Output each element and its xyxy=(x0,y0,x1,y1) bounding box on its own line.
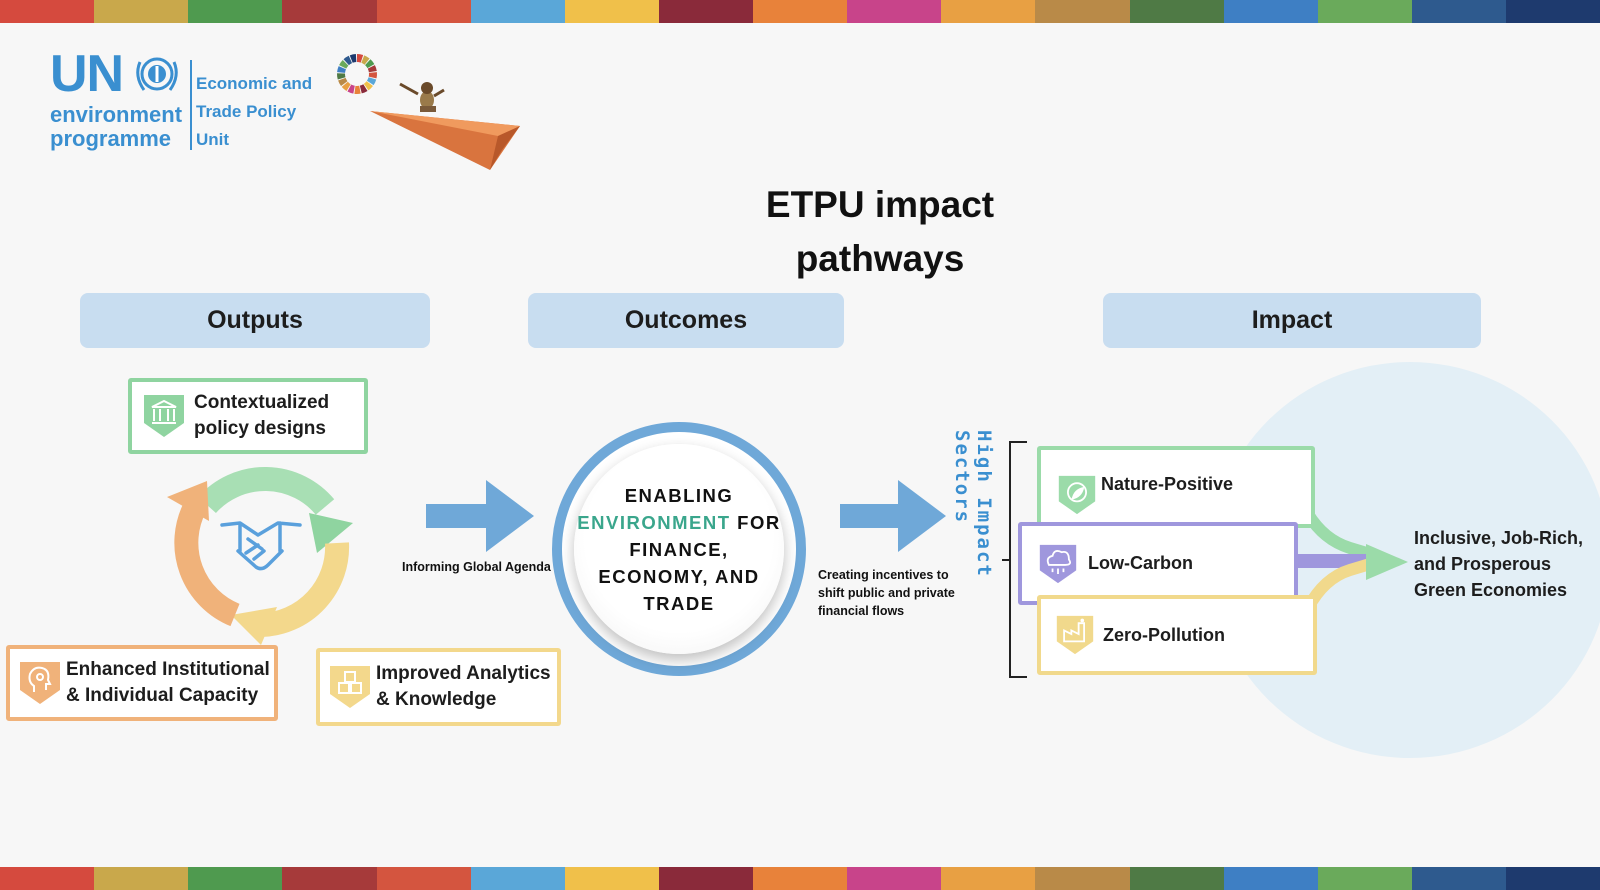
logo-env-line2: programme xyxy=(50,126,172,151)
title-line2: pathways xyxy=(795,238,965,279)
impact-line3: Green Economies xyxy=(1414,580,1568,600)
sdg-wheel-segment xyxy=(365,59,375,69)
outcome-text: ENABLING ENVIRONMENT FOR FINANCE, ECONOM… xyxy=(574,482,784,617)
contextualized-line2: policy designs xyxy=(194,418,326,439)
high-impact-sectors-label: High Impact Sectors xyxy=(951,430,995,675)
sdg-wheel-segment xyxy=(341,81,351,92)
logo-unit-text: Economic and Trade Policy Unit xyxy=(196,70,312,154)
zero-pollution-label: Zero-Pollution xyxy=(1103,624,1225,645)
impact-line1: Inclusive, Job-Rich, xyxy=(1414,528,1584,548)
sdg-wheel-icon xyxy=(337,54,377,94)
sdg-wheel-segment xyxy=(361,55,370,65)
handshake-icon xyxy=(220,521,302,571)
analytics-line1: Improved Analytics xyxy=(376,663,551,684)
title-line1: ETPU impact xyxy=(765,184,995,225)
outcome-line5: TRADE xyxy=(643,592,715,614)
incentives-line2: shift public and private xyxy=(818,586,955,600)
impact-outcome-text: Inclusive, Job-Rich, and Prosperous Gree… xyxy=(1414,525,1583,603)
logo-divider xyxy=(190,60,192,150)
page-title: ETPU impact pathways xyxy=(660,178,1100,286)
arrow-right-icon xyxy=(840,480,946,552)
factory-shield-icon xyxy=(1056,615,1094,655)
institutional-line1: Enhanced Institutional xyxy=(66,659,270,680)
nature-positive-label: Nature-Positive xyxy=(1101,474,1234,494)
un-emblem-icon xyxy=(136,57,178,91)
outcome-line4: ECONOMY, AND xyxy=(598,565,760,587)
sdg-wheel-segment xyxy=(349,54,357,63)
sdg-wheel-segment xyxy=(338,77,348,87)
arrow-right-icon xyxy=(426,480,534,552)
bottom-color-stripe xyxy=(0,867,1600,890)
contextualized-line1: Contextualized xyxy=(194,392,330,413)
cycle-arrows-diagram xyxy=(167,467,353,645)
sectors-label-text: High Impact Sectors xyxy=(951,430,995,578)
incentives-line1: Creating incentives to xyxy=(818,568,949,582)
institutional-capacity-box: Enhanced Institutional & Individual Capa… xyxy=(6,645,278,721)
logo-un-text: UN xyxy=(50,45,124,103)
sdg-wheel-segment xyxy=(366,77,377,86)
sdg-wheel-segment xyxy=(359,84,368,94)
institutional-line2: & Individual Capacity xyxy=(66,685,259,706)
low-carbon-box: Low-Carbon xyxy=(1018,522,1298,605)
logo-unit-line2: Trade Policy xyxy=(196,102,297,121)
sdg-wheel-segment xyxy=(363,81,373,91)
logo-unit-line1: Economic and xyxy=(196,74,313,93)
plant-shield-icon xyxy=(1058,475,1096,515)
outcome-line2-rest: FOR xyxy=(730,511,781,533)
top-color-stripe xyxy=(0,0,1600,23)
logo-unit-line3: Unit xyxy=(196,130,230,149)
outputs-header: Outputs xyxy=(80,293,430,348)
analytics-line2: & Knowledge xyxy=(376,689,497,710)
sdg-wheel-segment xyxy=(368,72,377,79)
sectors-bracket xyxy=(1002,441,1027,678)
nature-positive-box: Nature-Positive xyxy=(1037,446,1315,528)
creating-incentives-label: Creating incentives to shift public and … xyxy=(818,566,955,620)
zero-pollution-box: Zero-Pollution xyxy=(1037,595,1317,675)
low-carbon-label: Low-Carbon xyxy=(1088,553,1193,573)
outcome-line3: FINANCE, xyxy=(629,538,729,560)
institution-shield-icon xyxy=(144,395,184,437)
informing-global-agenda-label: Informing Global Agenda xyxy=(402,560,551,574)
outcome-circle: ENABLING ENVIRONMENT FOR FINANCE, ECONOM… xyxy=(574,444,784,654)
incentives-line3: financial flows xyxy=(818,604,905,618)
contextualized-policy-box: Contextualized policy designs xyxy=(128,378,368,454)
cubes-shield-icon xyxy=(330,666,370,708)
impact-header: Impact xyxy=(1103,293,1481,348)
sdg-wheel-segment xyxy=(337,73,346,80)
sdg-wheel-segment xyxy=(357,54,364,63)
impact-line2: and Prosperous xyxy=(1414,554,1552,574)
sdg-wheel-segment xyxy=(337,66,346,73)
sdg-wheel-segment xyxy=(343,55,353,66)
sdg-wheel-segment xyxy=(339,59,349,69)
sdg-wheel-segment xyxy=(354,85,361,94)
logo-environment-text: environment programme xyxy=(50,103,182,151)
head-shield-icon xyxy=(20,662,60,704)
paper-plane-illustration xyxy=(370,82,520,170)
logo-env-line1: environment xyxy=(50,102,183,127)
outcome-line1: ENABLING xyxy=(624,484,734,506)
sdg-wheel-segment xyxy=(347,84,355,94)
co2-cloud-shield-icon xyxy=(1039,544,1077,583)
sdg-wheel-segment xyxy=(367,65,377,73)
analytics-knowledge-box: Improved Analytics & Knowledge xyxy=(316,648,561,726)
outcome-highlight: ENVIRONMENT xyxy=(577,511,731,533)
outcomes-header: Outcomes xyxy=(528,293,844,348)
